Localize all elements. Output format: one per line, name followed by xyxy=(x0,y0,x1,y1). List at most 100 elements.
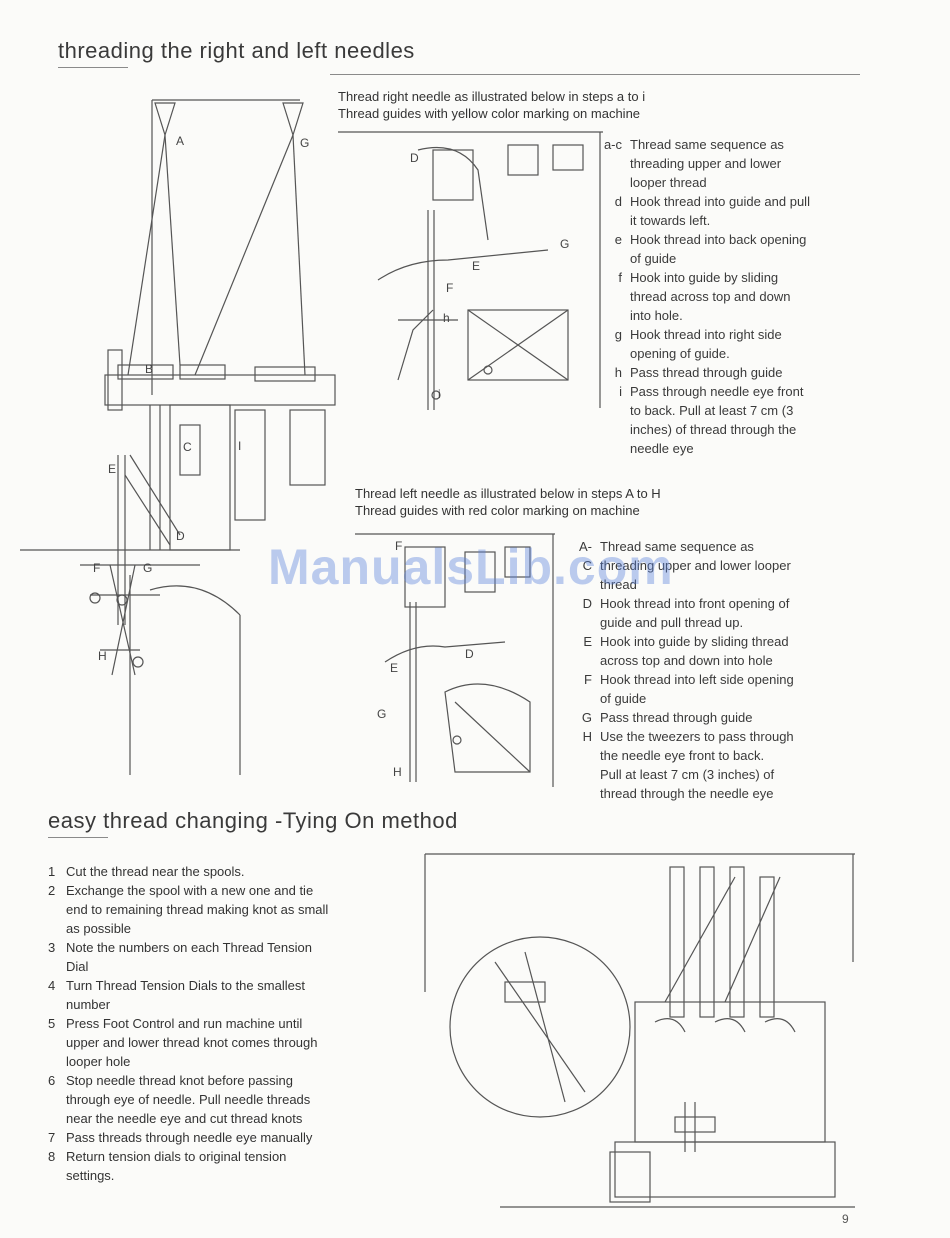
left-step-line: of guide xyxy=(600,691,647,706)
right-step-key: h xyxy=(614,365,622,380)
right-step-line: into hole. xyxy=(630,308,683,323)
left-step-line: Hook into guide by sliding thread xyxy=(600,634,789,649)
left-step-line: the needle eye front to back. xyxy=(600,748,765,763)
right-step-key: d xyxy=(614,194,622,209)
label-right-F: F xyxy=(446,281,453,295)
right-step-text: Hook thread into right side opening of gu… xyxy=(630,325,870,363)
label-right-E: E xyxy=(472,259,480,273)
watermark: ManualsLib.com xyxy=(268,539,674,595)
section-title-threading: threading the right and left needles xyxy=(58,38,415,63)
right-step-2: e Hook thread into back opening of guide xyxy=(600,230,870,268)
tying-step-line: Press Foot Control and run machine until xyxy=(66,1016,303,1031)
right-step-line: it towards left. xyxy=(630,213,711,228)
left-intro-line-2: Thread guides with red color marking on … xyxy=(355,503,640,518)
left-step-line: threading upper and lower looper xyxy=(600,558,791,573)
right-step-5: h Pass thread through guide xyxy=(600,363,870,382)
left-step-line: Thread same sequence as xyxy=(600,539,754,554)
right-step-text: Hook into guide by sliding thread across … xyxy=(630,268,870,325)
right-step-line: Hook thread into back opening xyxy=(630,232,807,247)
tying-step-text: Pass threads through needle eye manually xyxy=(66,1128,403,1147)
left-step-key: H xyxy=(582,729,592,744)
label-left-H: H xyxy=(393,765,402,779)
left-step-text: Hook thread into front opening of guide a… xyxy=(600,594,860,632)
label-main-G: G xyxy=(300,136,309,150)
left-step-key: D xyxy=(582,596,592,611)
label-left-D: D xyxy=(465,647,474,661)
left-step-line: guide and pull thread up. xyxy=(600,615,744,630)
right-step-4: g Hook thread into right side opening of g… xyxy=(600,325,870,363)
label-left-F: F xyxy=(395,539,402,553)
tying-step-line: as possible xyxy=(66,921,132,936)
right-step-3: f Hook into guide by sliding thread across… xyxy=(600,268,870,325)
right-step-1: d Hook thread into guide and pull it towar… xyxy=(600,192,870,230)
right-step-line: opening of guide. xyxy=(630,346,730,361)
left-needle-intro: Thread left needle as illustrated below … xyxy=(355,485,661,519)
main-threading-diagram: A G B E C D I F G H xyxy=(20,99,336,775)
right-intro-line-2: Thread guides with yellow color marking … xyxy=(338,106,641,121)
tying-step-line: Turn Thread Tension Dials to the smalles… xyxy=(66,978,305,993)
tying-step-line: Note the numbers on each Thread Tension xyxy=(66,940,312,955)
left-step-line: Use the tweezers to pass through xyxy=(600,729,794,744)
left-step-text: Use the tweezers to pass through the need… xyxy=(600,727,860,803)
label-main-D: D xyxy=(176,529,185,543)
label-main-A: A xyxy=(176,134,184,148)
left-step-key: G xyxy=(581,710,592,725)
tying-step-line: Exchange the spool with a new one and ti… xyxy=(66,883,314,898)
title-rule-right xyxy=(330,74,860,75)
tying-step-number: 5 xyxy=(48,1016,56,1031)
section2-rule xyxy=(48,837,108,838)
tying-step-text: Cut the thread near the spools. xyxy=(66,862,403,881)
left-step-text: Pass thread through guide xyxy=(600,708,860,727)
label-right-h: h xyxy=(443,311,450,325)
right-step-key: g xyxy=(614,327,622,342)
tying-step-line: Return tension dials to original tension xyxy=(66,1149,287,1164)
serger-machine-illustration xyxy=(424,853,855,1208)
left-intro-line-1: Thread left needle as illustrated below … xyxy=(355,486,661,501)
label-right-D: D xyxy=(410,151,419,165)
right-step-key: a-c xyxy=(603,137,622,152)
tying-step-line: end to remaining thread making knot as s… xyxy=(66,902,329,917)
right-step-text: Pass thread through guide xyxy=(630,363,870,382)
tying-step-line: looper hole xyxy=(66,1054,131,1069)
tying-step-5: 5 Press Foot Control and run machine unti… xyxy=(48,1014,403,1071)
right-step-line: Hook into guide by sliding xyxy=(630,270,779,285)
right-step-line: of guide xyxy=(630,251,677,266)
tying-step-number: 3 xyxy=(48,940,56,955)
right-intro-line-1: Thread right needle as illustrated below… xyxy=(338,89,646,104)
label-right-i: i xyxy=(438,387,441,401)
tying-step-text: Press Foot Control and run machine until… xyxy=(66,1014,403,1071)
right-step-line: Hook thread into guide and pull xyxy=(630,194,810,209)
right-step-key: e xyxy=(614,232,622,247)
tying-step-line: near the needle eye and cut thread knots xyxy=(66,1111,303,1126)
right-step-key: f xyxy=(618,270,622,285)
tying-step-text: Turn Thread Tension Dials to the smalles… xyxy=(66,976,403,1014)
tying-step-number: 8 xyxy=(48,1149,56,1164)
label-main-F: F xyxy=(93,561,100,575)
tying-step-text: Exchange the spool with a new one and ti… xyxy=(66,881,403,938)
left-needle-detail-diagram: F E D G H xyxy=(355,533,555,787)
tying-step-line: Cut the thread near the spools. xyxy=(66,864,245,879)
left-step-line: Hook thread into front opening of xyxy=(600,596,790,611)
right-step-text: Hook thread into guide and pull it toward… xyxy=(630,192,870,230)
right-needle-detail-diagram: D G E F h i xyxy=(338,131,603,410)
left-step-line: Pass thread through guide xyxy=(600,710,753,725)
tying-step-line: through eye of needle. Pull needle threa… xyxy=(66,1092,311,1107)
label-left-G: G xyxy=(377,707,386,721)
right-step-line: Hook thread into right side xyxy=(630,327,782,342)
right-needle-intro: Thread right needle as illustrated below… xyxy=(338,88,645,122)
left-step-1: D Hook thread into front opening of guide … xyxy=(570,594,860,632)
tying-step-line: Dial xyxy=(66,959,89,974)
tying-step-line: Pass threads through needle eye manually xyxy=(66,1130,313,1145)
right-step-line: thread across top and down xyxy=(630,289,791,304)
right-step-line: Thread same sequence as xyxy=(630,137,784,152)
